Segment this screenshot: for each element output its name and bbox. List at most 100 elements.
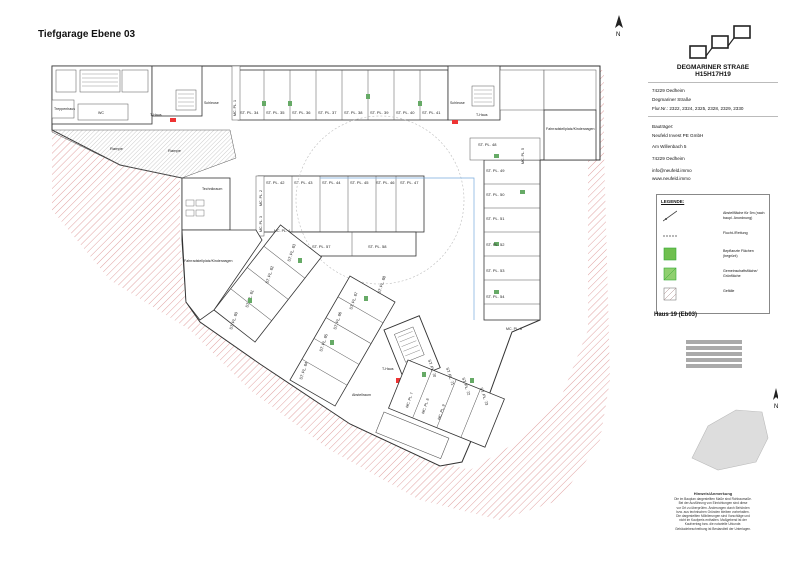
wc-label: WC: [98, 111, 104, 115]
hatch-icon: [663, 287, 677, 301]
parking-space-label: ST. PL. 65: [318, 332, 329, 352]
treppenhaus-label: Treppenhaus: [54, 107, 75, 111]
parking-space-label: ST. PL. 72: [461, 377, 472, 397]
mid-parking-row: [257, 175, 425, 233]
parking-space-label: MC. PL. 5: [521, 148, 525, 164]
parking-space-label: ST. PL. 46: [376, 180, 395, 185]
parking-space-label: ST. PL. 67: [348, 290, 359, 310]
floor-level-indicator: [686, 340, 742, 374]
ramp-label-2: Rampe: [168, 148, 182, 153]
logo-icon: [689, 25, 751, 59]
address-line-1: 74229 Oedheim: [652, 88, 685, 93]
site-plan-icon: N: [691, 388, 778, 471]
parking-space-label: ST. PL. 39: [370, 110, 389, 115]
parking-space-label: ST. PL. 34: [240, 110, 259, 115]
parking-space-label: ST. PL. 50: [486, 192, 505, 197]
parking-space-label: MC. PL. 2: [259, 190, 263, 206]
legend-text: Flucht-/Rettung: [723, 231, 748, 235]
legend-text: Gefälle: [723, 289, 735, 293]
legend-item: Bepflanzte Flächen (begrünt): [663, 247, 767, 263]
t-haus-left: T-Haus: [150, 113, 162, 117]
parking-space-label: ST. PL. 54: [486, 294, 505, 299]
parking-space-label: ST. PL. 57: [312, 244, 331, 249]
parking-space-label: ST. PL. 51: [486, 216, 505, 221]
parking-space-label: ST. PL. 70: [427, 359, 438, 379]
north-label: N: [616, 32, 620, 38]
disclaimer-line: Kaufvertrag bzw. die notarielle Urkunde.: [684, 522, 742, 527]
disclaimer-line: Gebäudebeschreibung ist Bestandteil der …: [675, 526, 751, 531]
address-line-2: Degmariner Straße: [652, 97, 692, 102]
parking-space-label: ST. PL. 35: [266, 110, 285, 115]
legend-text: Bepflanzte Flächen (begrünt): [723, 249, 754, 258]
disclaimer: Hinweis/Anmerkung Die im Bauplan dargest…: [652, 491, 774, 531]
disclaimer-title: Hinweis/Anmerkung: [693, 491, 733, 496]
ramp-label-1: Rampe: [110, 146, 124, 151]
bautraeger-label: Bauträger:: [652, 124, 674, 129]
project-line-1: DEGMARINER STRAßE: [676, 64, 750, 71]
stair-core-mid: [383, 315, 441, 383]
north-label-site: N: [774, 404, 778, 410]
parking-space-label: MC. PL. 8: [421, 398, 430, 414]
schleuse-left: Schleuse: [204, 101, 219, 105]
bike-room-right-label: Fahrradstellplatz/Kinderwagen: [546, 127, 595, 131]
green-hatch-icon: [663, 267, 677, 281]
website: www.neufeld.immo: [652, 176, 691, 181]
line-icon: [663, 210, 677, 222]
bike-room-left-label: Fahrradstellplatz/Kinderwagen: [184, 259, 233, 263]
parking-space-label: ST. PL. 49: [486, 168, 505, 173]
north-arrow-icon: N: [612, 14, 626, 38]
disclaimer-line: bzw. aus technischen Gründen bleiben vor…: [676, 509, 750, 514]
legend-item: Gemeinschaftsfläche/ Grünfläche: [663, 267, 767, 283]
parking-space-label: ST. PL. 37: [318, 110, 337, 115]
parking-space-label: ST. PL. 68: [376, 274, 387, 294]
parking-space-label: ST. PL. 64: [298, 360, 309, 380]
disclaimer-line: Die dargestellten Möblierungen sind Vors…: [676, 514, 750, 519]
parking-space-label: MC. PL. 7: [405, 392, 414, 408]
parking-space-label: ST. PL. 48: [478, 142, 497, 147]
top-parking-row: [237, 69, 449, 121]
parking-space-label: ST. PL. 52: [486, 242, 505, 247]
green-box-icon: [663, 247, 677, 261]
project-line-2: H15H17H19: [695, 71, 731, 78]
parking-space-label: ST. PL. 73: [479, 387, 490, 407]
parking-space-label: MC. PL. 1: [233, 100, 237, 116]
bike-room-right: [543, 109, 597, 161]
legend-item: Gefälle: [663, 287, 767, 303]
parking-space-label: ST. PL. 36: [292, 110, 311, 115]
disclaimer-line: vor Ort zu überprüfen. Änderungen durch …: [676, 505, 750, 510]
soil-hatch: [52, 70, 610, 520]
email: info@neufeld.immo: [652, 168, 692, 173]
legend-item: Abstellfläche für 5m (nach baupl. Anordn…: [663, 209, 767, 225]
parking-space-label: ST. PL. 53: [486, 268, 505, 273]
diag-left-parking: [213, 224, 323, 343]
disclaimer-line: Bei der Ausführung von Einrichtungen sin…: [678, 501, 748, 506]
legend: LEGENDE: Abstellfläche für 5m (nach baup…: [656, 194, 770, 314]
abstell-label: Abstellraum: [352, 393, 371, 397]
parking-space-label: ST. PL. 63: [286, 242, 297, 262]
schleuse-right: Schleuse: [450, 101, 465, 105]
parking-space-label: MC. PL. 9: [437, 404, 446, 420]
t-haus-right: T-Haus: [476, 113, 488, 117]
title-block: DEGMARINER STRAßE H15H17H19 74229 Oedhei…: [648, 14, 778, 554]
parking-space-label: ST. PL. 38: [344, 110, 363, 115]
parking-space-label: ST. PL. 47: [400, 180, 419, 185]
disclaimer-line: nicht im Kaufpreis enthalten. Maßgebend …: [679, 518, 747, 523]
t-haus-mid: T-Haus: [382, 367, 394, 371]
bautraeger-street: Am Willenbach 5: [652, 144, 687, 149]
bautraeger-city: 74229 Oedheim: [652, 156, 685, 161]
parking-space-label: ST. PL. 44: [322, 180, 341, 185]
page-title: Tiefgarage Ebene 03: [38, 29, 136, 40]
parking-space-label: ST. PL. 40: [396, 110, 415, 115]
parking-space-label: MC. PL. 6: [506, 327, 522, 331]
haus-label: Haus 19 (Eb03): [654, 312, 698, 318]
legend-item: Flucht-/Rettung: [663, 229, 767, 245]
parking-space-label: ST. PL. 45: [350, 180, 369, 185]
right-parking-col: [483, 159, 541, 321]
parking-space-label: ST. PL. 60: [228, 310, 239, 330]
legend-title: LEGENDE:: [661, 199, 685, 204]
parking-space-label: ST. PL. 58: [368, 244, 387, 249]
flurnr: Flur.Nr.: 2322, 2324, 2325, 2328, 2329, …: [652, 106, 744, 111]
parking-space-label: ST. PL. 62: [264, 264, 275, 284]
bautraeger-name: Neufeld Invest PE GmbH: [652, 133, 704, 138]
